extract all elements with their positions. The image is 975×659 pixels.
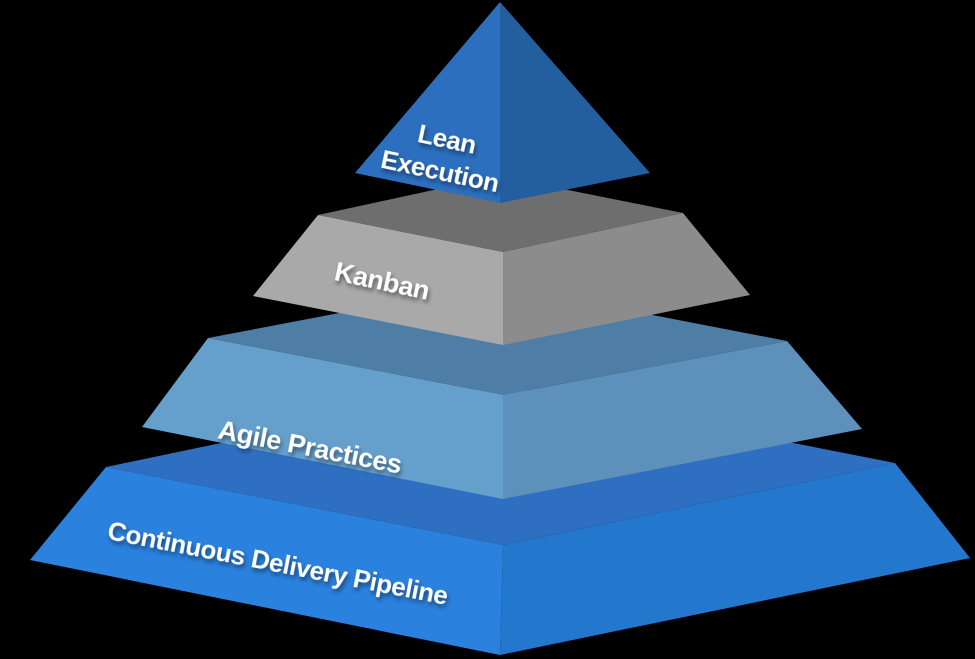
layer-lean-execution: Lean Execution [355, 2, 650, 203]
lean-execution-right-face [500, 2, 650, 203]
agile-practices-left-face [142, 338, 503, 499]
layer-kanban: Kanban [253, 176, 750, 345]
kanban-left-face [253, 215, 503, 345]
kanban-right-face [503, 213, 750, 345]
continuous-delivery-pipeline-right-face [500, 463, 970, 655]
kanban-top-face [318, 176, 683, 252]
agile-practices-right-face [503, 341, 862, 499]
continuous-delivery-pipeline-left-face [30, 467, 503, 655]
lean-execution-left-face [355, 2, 500, 203]
